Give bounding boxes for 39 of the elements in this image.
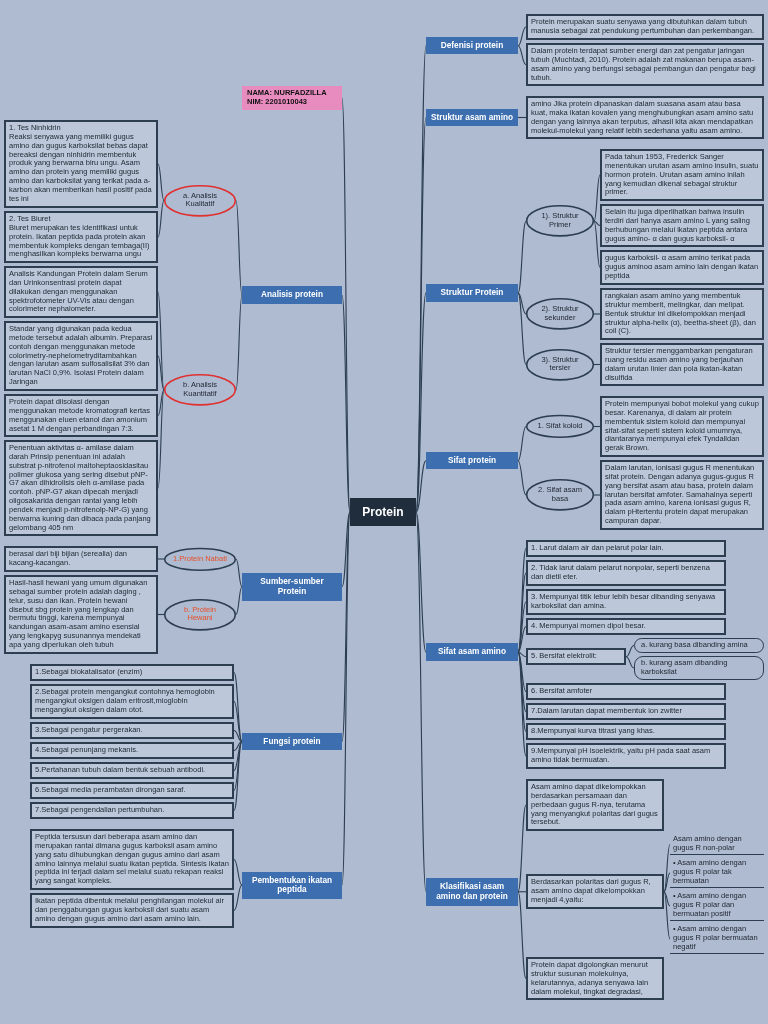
main-topic: Sumber-sumber Protein xyxy=(242,573,342,601)
connector-line xyxy=(663,891,671,907)
connector-line xyxy=(625,644,635,658)
name-tag xyxy=(242,86,342,110)
connector-line xyxy=(517,45,527,66)
connector-line xyxy=(625,656,635,669)
connector-line xyxy=(415,460,427,513)
connector-line xyxy=(517,26,527,47)
connector-line xyxy=(235,558,243,588)
main-topic: Sifat asam amino xyxy=(426,643,518,661)
connector-line xyxy=(593,494,601,496)
connector-line xyxy=(157,613,165,616)
connector-line xyxy=(593,313,601,315)
note-card xyxy=(4,120,158,208)
connector-line xyxy=(517,460,527,496)
main-topic: Defenisi protein xyxy=(426,36,518,55)
note-card xyxy=(4,211,158,264)
main-topic: Pembentukan ikatan peptida xyxy=(242,871,342,899)
main-topic: Struktur Protein xyxy=(426,283,518,302)
connector-line xyxy=(235,586,243,616)
connector-line xyxy=(517,625,527,653)
connector-line xyxy=(233,884,243,912)
connector-line xyxy=(233,729,243,743)
main-topic: Sifat protein xyxy=(426,451,518,470)
main-topic: Analisis protein xyxy=(242,286,342,304)
connector-line xyxy=(593,174,601,222)
connector-line xyxy=(157,558,165,560)
central-topic: Protein xyxy=(350,498,416,527)
main-topic: Struktur asam amino xyxy=(426,108,518,127)
connector-line xyxy=(593,425,601,428)
connector-line xyxy=(233,858,243,886)
connector-line xyxy=(593,220,601,269)
connector-line xyxy=(593,363,601,366)
connector-line xyxy=(593,220,601,227)
connector-line xyxy=(517,651,527,658)
connector-line xyxy=(233,740,243,752)
main-topic: Fungsi protein xyxy=(242,732,342,751)
main-topic: Klasifikasi asam amino dan protein xyxy=(426,878,518,906)
connector-line xyxy=(517,292,527,315)
